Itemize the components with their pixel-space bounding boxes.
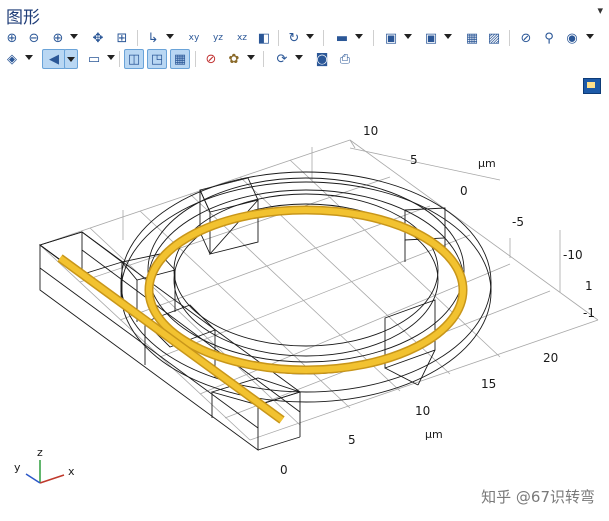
triad-z-label: z — [37, 446, 43, 459]
triad-x-label: x — [68, 465, 75, 478]
graphics-legend-icon[interactable] — [583, 78, 601, 94]
transparency-icon[interactable]: ◀ — [42, 49, 66, 69]
transparency-dropdown[interactable] — [64, 49, 78, 69]
select-box-icon[interactable]: ▣ — [424, 30, 438, 46]
bottom-tick-label: 20 — [543, 351, 558, 365]
toolbar-divider — [137, 30, 138, 46]
right-tick-label: 1 — [585, 279, 593, 293]
wireframe-icon[interactable]: ◈ — [7, 51, 17, 67]
scene-light-icon[interactable]: ▭ — [87, 51, 101, 67]
show-axes-icon[interactable]: ◳ — [147, 49, 167, 69]
toolbar-divider — [373, 30, 374, 46]
render-icon[interactable]: ▬ — [335, 30, 349, 46]
graphics-toolbar-row-2: ◈ ◀ ▭ ◫ ◳ ▦ ⊘ ✿ ⟳ ◙ ⎙ — [0, 48, 609, 70]
view-dropdown-icon[interactable] — [586, 34, 594, 39]
triad-y-label: y — [14, 461, 21, 474]
camera-view-icon[interactable]: ◧ — [257, 30, 271, 46]
toolbar-divider — [263, 51, 264, 67]
rotate-icon[interactable]: ↻ — [288, 30, 300, 46]
view-xy-icon[interactable]: xy — [188, 33, 200, 43]
watermark-text: 知乎 @67识转弯 — [481, 488, 595, 506]
bottom-tick-label: 0 — [280, 463, 288, 477]
bottom-tick-label: 5 — [348, 433, 356, 447]
top-axis-unit: µm — [478, 157, 496, 170]
zoom-extents-icon[interactable]: ✥ — [92, 30, 104, 46]
link-icon[interactable]: ⚲ — [544, 30, 554, 46]
window-title: 图形 — [6, 8, 40, 28]
toolbar-divider — [323, 30, 324, 46]
rotate-dropdown-icon[interactable] — [306, 34, 314, 39]
clear-selection-icon[interactable]: ▨ — [487, 30, 501, 46]
top-tick-label: 0 — [460, 184, 468, 198]
show-grid-icon[interactable]: ▦ — [170, 49, 190, 69]
top-tick-label: -5 — [512, 215, 524, 229]
zoom-in-icon[interactable]: ⊕ — [6, 30, 18, 46]
select-screen-dropdown-icon[interactable] — [404, 34, 412, 39]
top-tick-label: -10 — [563, 248, 583, 262]
render-dropdown-icon[interactable] — [355, 34, 363, 39]
wireframe-dropdown-icon[interactable] — [25, 55, 33, 60]
scene-rotate-icon[interactable]: ⟳ — [276, 51, 288, 67]
hide-icon[interactable]: ⊘ — [520, 30, 532, 46]
axis-orientation-icon[interactable]: ↳ — [147, 30, 159, 46]
palette-icon[interactable]: ✿ — [228, 51, 240, 67]
top-tick-label: 5 — [410, 153, 418, 167]
bottom-axis-labels: 20 15 10 5 0 µm — [280, 351, 558, 477]
select-screen-icon[interactable]: ▣ — [384, 30, 398, 46]
window-titlebar: 图形 ▾ — [0, 0, 609, 28]
graphics-toolbar-row-1: ⊕ ⊖ ⊕ ✥ ⊞ ↳ xy yz xz ◧ ↻ ▬ ▣ ▣ ▦ ▨ ⊘ ⚲ ◉ — [0, 27, 609, 49]
scene-rotate-dropdown-icon[interactable] — [295, 55, 303, 60]
bottom-tick-label: 15 — [481, 377, 496, 391]
toolbar-divider — [195, 51, 196, 67]
bottom-axis-unit: µm — [425, 428, 443, 441]
select-all-icon[interactable]: ▦ — [465, 30, 479, 46]
zoom-box-dropdown-icon[interactable] — [70, 34, 78, 39]
palette-dropdown-icon[interactable] — [247, 55, 255, 60]
toolbar-divider — [278, 30, 279, 46]
view-xz-icon[interactable]: xz — [236, 33, 248, 43]
bottom-tick-label: 10 — [415, 404, 430, 418]
right-tick-label: -1 — [583, 306, 595, 320]
screenshot-icon[interactable]: ◙ — [315, 51, 329, 67]
print-icon[interactable]: ⎙ — [339, 51, 351, 67]
show-edges-icon[interactable]: ◫ — [124, 49, 144, 69]
window-menu-chevron-icon[interactable]: ▾ — [597, 4, 603, 17]
view-yz-icon[interactable]: yz — [212, 33, 224, 43]
zoom-out-icon[interactable]: ⊖ — [28, 30, 40, 46]
toolbar-divider — [509, 30, 510, 46]
graphics-canvas[interactable]: 10 5 0 -5 -10 µm 1 -1 20 15 10 5 0 µm z … — [0, 70, 609, 521]
reset-color-icon[interactable]: ⊘ — [205, 51, 217, 67]
zoom-box-icon[interactable]: ⊕ — [52, 30, 64, 46]
scene-light-dropdown-icon[interactable] — [107, 55, 115, 60]
waveguide-geometry — [57, 205, 468, 424]
top-tick-label: 10 — [363, 124, 378, 138]
zoom-selected-icon[interactable]: ⊞ — [116, 30, 128, 46]
top-axis-labels: 10 5 0 -5 -10 µm 1 -1 — [363, 124, 595, 320]
axis-triad: z x y — [14, 446, 75, 484]
view-icon[interactable]: ◉ — [566, 30, 578, 46]
select-box-dropdown-icon[interactable] — [444, 34, 452, 39]
toolbar-divider — [119, 51, 120, 67]
axis-orientation-dropdown-icon[interactable] — [166, 34, 174, 39]
grid-lines — [39, 139, 599, 441]
